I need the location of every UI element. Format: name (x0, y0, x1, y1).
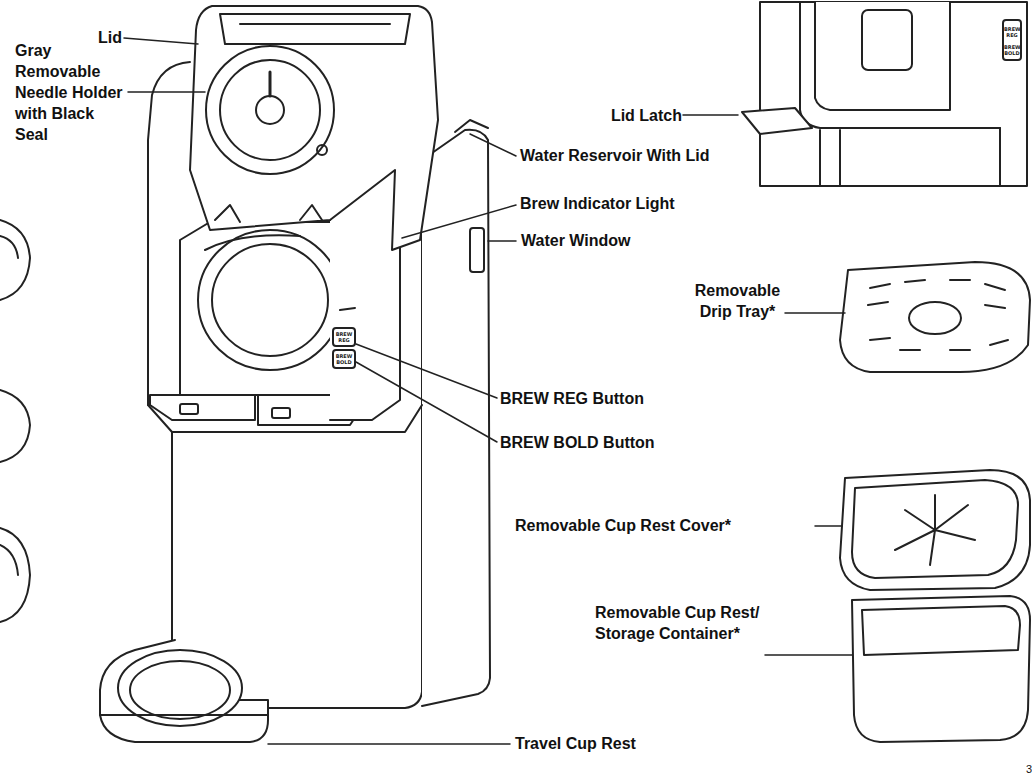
leader-lines (124, 38, 852, 744)
part-label: Travel Cup Rest (515, 733, 715, 754)
cup-rest-cover (840, 470, 1030, 590)
lid-latch-inset (742, 2, 1027, 186)
part-label: Removable Drip Tray* (690, 280, 785, 322)
part-label: Brew Indicator Light (520, 193, 780, 214)
part-label: Removable Cup Rest Cover* (515, 515, 815, 536)
part-label: Water Window (521, 230, 721, 251)
button-text: BREW REG (334, 331, 354, 343)
part-label: Lid (52, 27, 122, 48)
part-label: BREW BOLD Button (500, 432, 720, 453)
travel-cup-rest (100, 640, 268, 742)
open-lid (190, 6, 438, 250)
storage-container (852, 596, 1030, 742)
part-label: Gray Removable Needle Holder with Black … (15, 40, 131, 145)
part-label: Lid Latch (590, 105, 682, 126)
part-label: Removable Cup Rest/ Storage Container* (595, 602, 765, 644)
button-text: BREW REG (1004, 26, 1020, 38)
left-parts (0, 220, 30, 622)
button-text: BREW BOLD (334, 353, 354, 365)
page-number: 3 (1016, 762, 1032, 776)
part-label: Water Reservoir With Lid (520, 145, 780, 166)
button-text: BREW BOLD (1004, 44, 1020, 56)
drip-tray (840, 262, 1030, 372)
part-label: BREW REG Button (500, 388, 720, 409)
